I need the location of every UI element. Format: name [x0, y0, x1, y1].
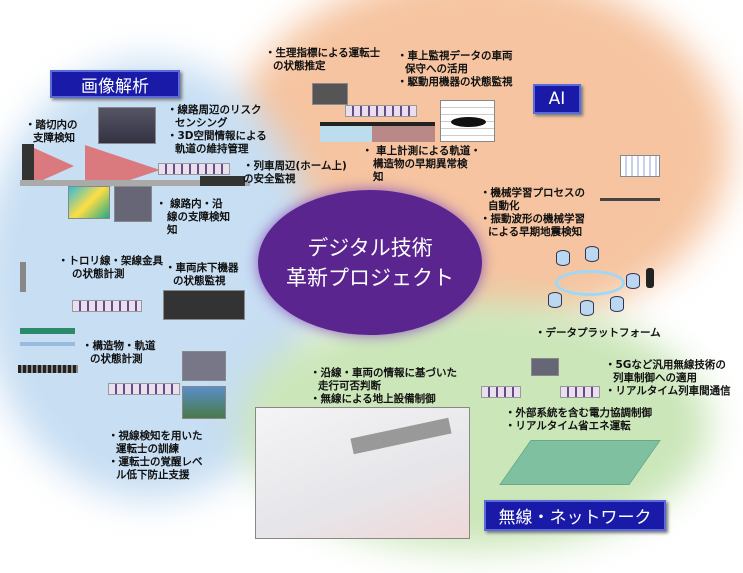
onboard-measurement-text: ・ 車上計測による軌道・構造物の早期異常検知	[362, 145, 481, 183]
viaduct-icon	[320, 122, 435, 142]
3d-scan-image	[68, 186, 110, 219]
run-judgement-text: ・沿線・車両の情報に基づいた走行可否判断・無線による地上設備制御	[310, 367, 457, 405]
trackside-camera-image	[114, 186, 152, 222]
data-platform-text: ・データプラットフォーム	[535, 327, 661, 339]
detection-beam-icon	[34, 148, 74, 184]
platform-safety-text: ・列車周辺(ホーム上)の安全監視	[243, 160, 347, 185]
cab-view-image	[182, 386, 226, 419]
overhead-wire-icon	[20, 262, 26, 292]
center-title-line2: 革新プロジェクト	[286, 265, 454, 290]
train-icon	[560, 386, 600, 398]
physio-sensor-image	[312, 83, 348, 105]
risk-camera-image	[98, 107, 156, 144]
vibration-waveform-chart	[440, 100, 495, 142]
power-control-text: ・外部系統を含む電力協調制御・リアルタイム省エネ運転	[505, 407, 652, 432]
category-image-analysis: 画像解析	[50, 70, 180, 98]
driver-training-text: ・視線検知を用いた運転士の訓練・運転士の覚醒レベル低下防止支援	[108, 430, 203, 481]
signal-icon	[646, 268, 654, 288]
database-icon	[610, 296, 624, 312]
ml-chart-image	[620, 155, 660, 177]
database-icon	[556, 250, 570, 266]
seismic-waveform-icon	[600, 198, 660, 201]
database-icon	[548, 292, 562, 308]
platform-icon	[200, 176, 245, 186]
database-icon	[626, 273, 640, 289]
train-icon	[345, 105, 417, 117]
track-line	[20, 180, 250, 186]
train-icon	[72, 300, 142, 312]
train-icon	[108, 383, 180, 395]
risk-sensing-text: ・線路周辺のリスクセンシング・3D空間情報による軌道の維持管理	[167, 104, 267, 155]
bridge-icon	[20, 328, 75, 346]
structure-track-text: ・構造物・軌道の状態計測	[82, 340, 156, 365]
train-icon	[481, 386, 521, 398]
trackside-obstacle-text: ・ 線路内・沿線の支障検知知	[156, 198, 230, 236]
trolley-wire-text: ・トロリ線・架線金具の状態計測	[58, 255, 163, 280]
driver-image	[182, 351, 226, 381]
track-icon	[18, 365, 78, 373]
control-center-image	[531, 358, 559, 376]
railway-system-illustration	[255, 407, 470, 539]
database-icon	[580, 300, 594, 316]
database-icon	[585, 246, 599, 262]
physio-driver-text: ・生理指標による運転士の状態推定	[265, 47, 381, 72]
crossing-obstacle-text: ・踏切内の支障検知	[25, 119, 78, 144]
underfloor-text: ・車両床下機器の状態監視	[165, 262, 239, 287]
category-wireless: 無線・ネットワーク	[484, 500, 666, 531]
category-ai: AI	[533, 84, 581, 114]
crossing-signal-icon	[22, 144, 34, 180]
center-ellipse: デジタル技術 革新プロジェクト	[258, 190, 482, 335]
machine-learning-text: ・機械学習プロセスの自動化・振動波形の機械学習による早期地震検知	[480, 187, 585, 238]
5g-wireless-text: ・5Gなど汎用無線技術の列車制御への適用・リアルタイム列車間通信	[605, 359, 731, 397]
center-title-line1: デジタル技術	[307, 235, 433, 260]
data-platform-ring	[555, 270, 625, 296]
onboard-monitoring-text: ・車上監視データの車両保守への活用・駆動用機器の状態監視	[397, 50, 513, 88]
underfloor-image	[163, 290, 245, 320]
train-icon	[158, 163, 230, 175]
